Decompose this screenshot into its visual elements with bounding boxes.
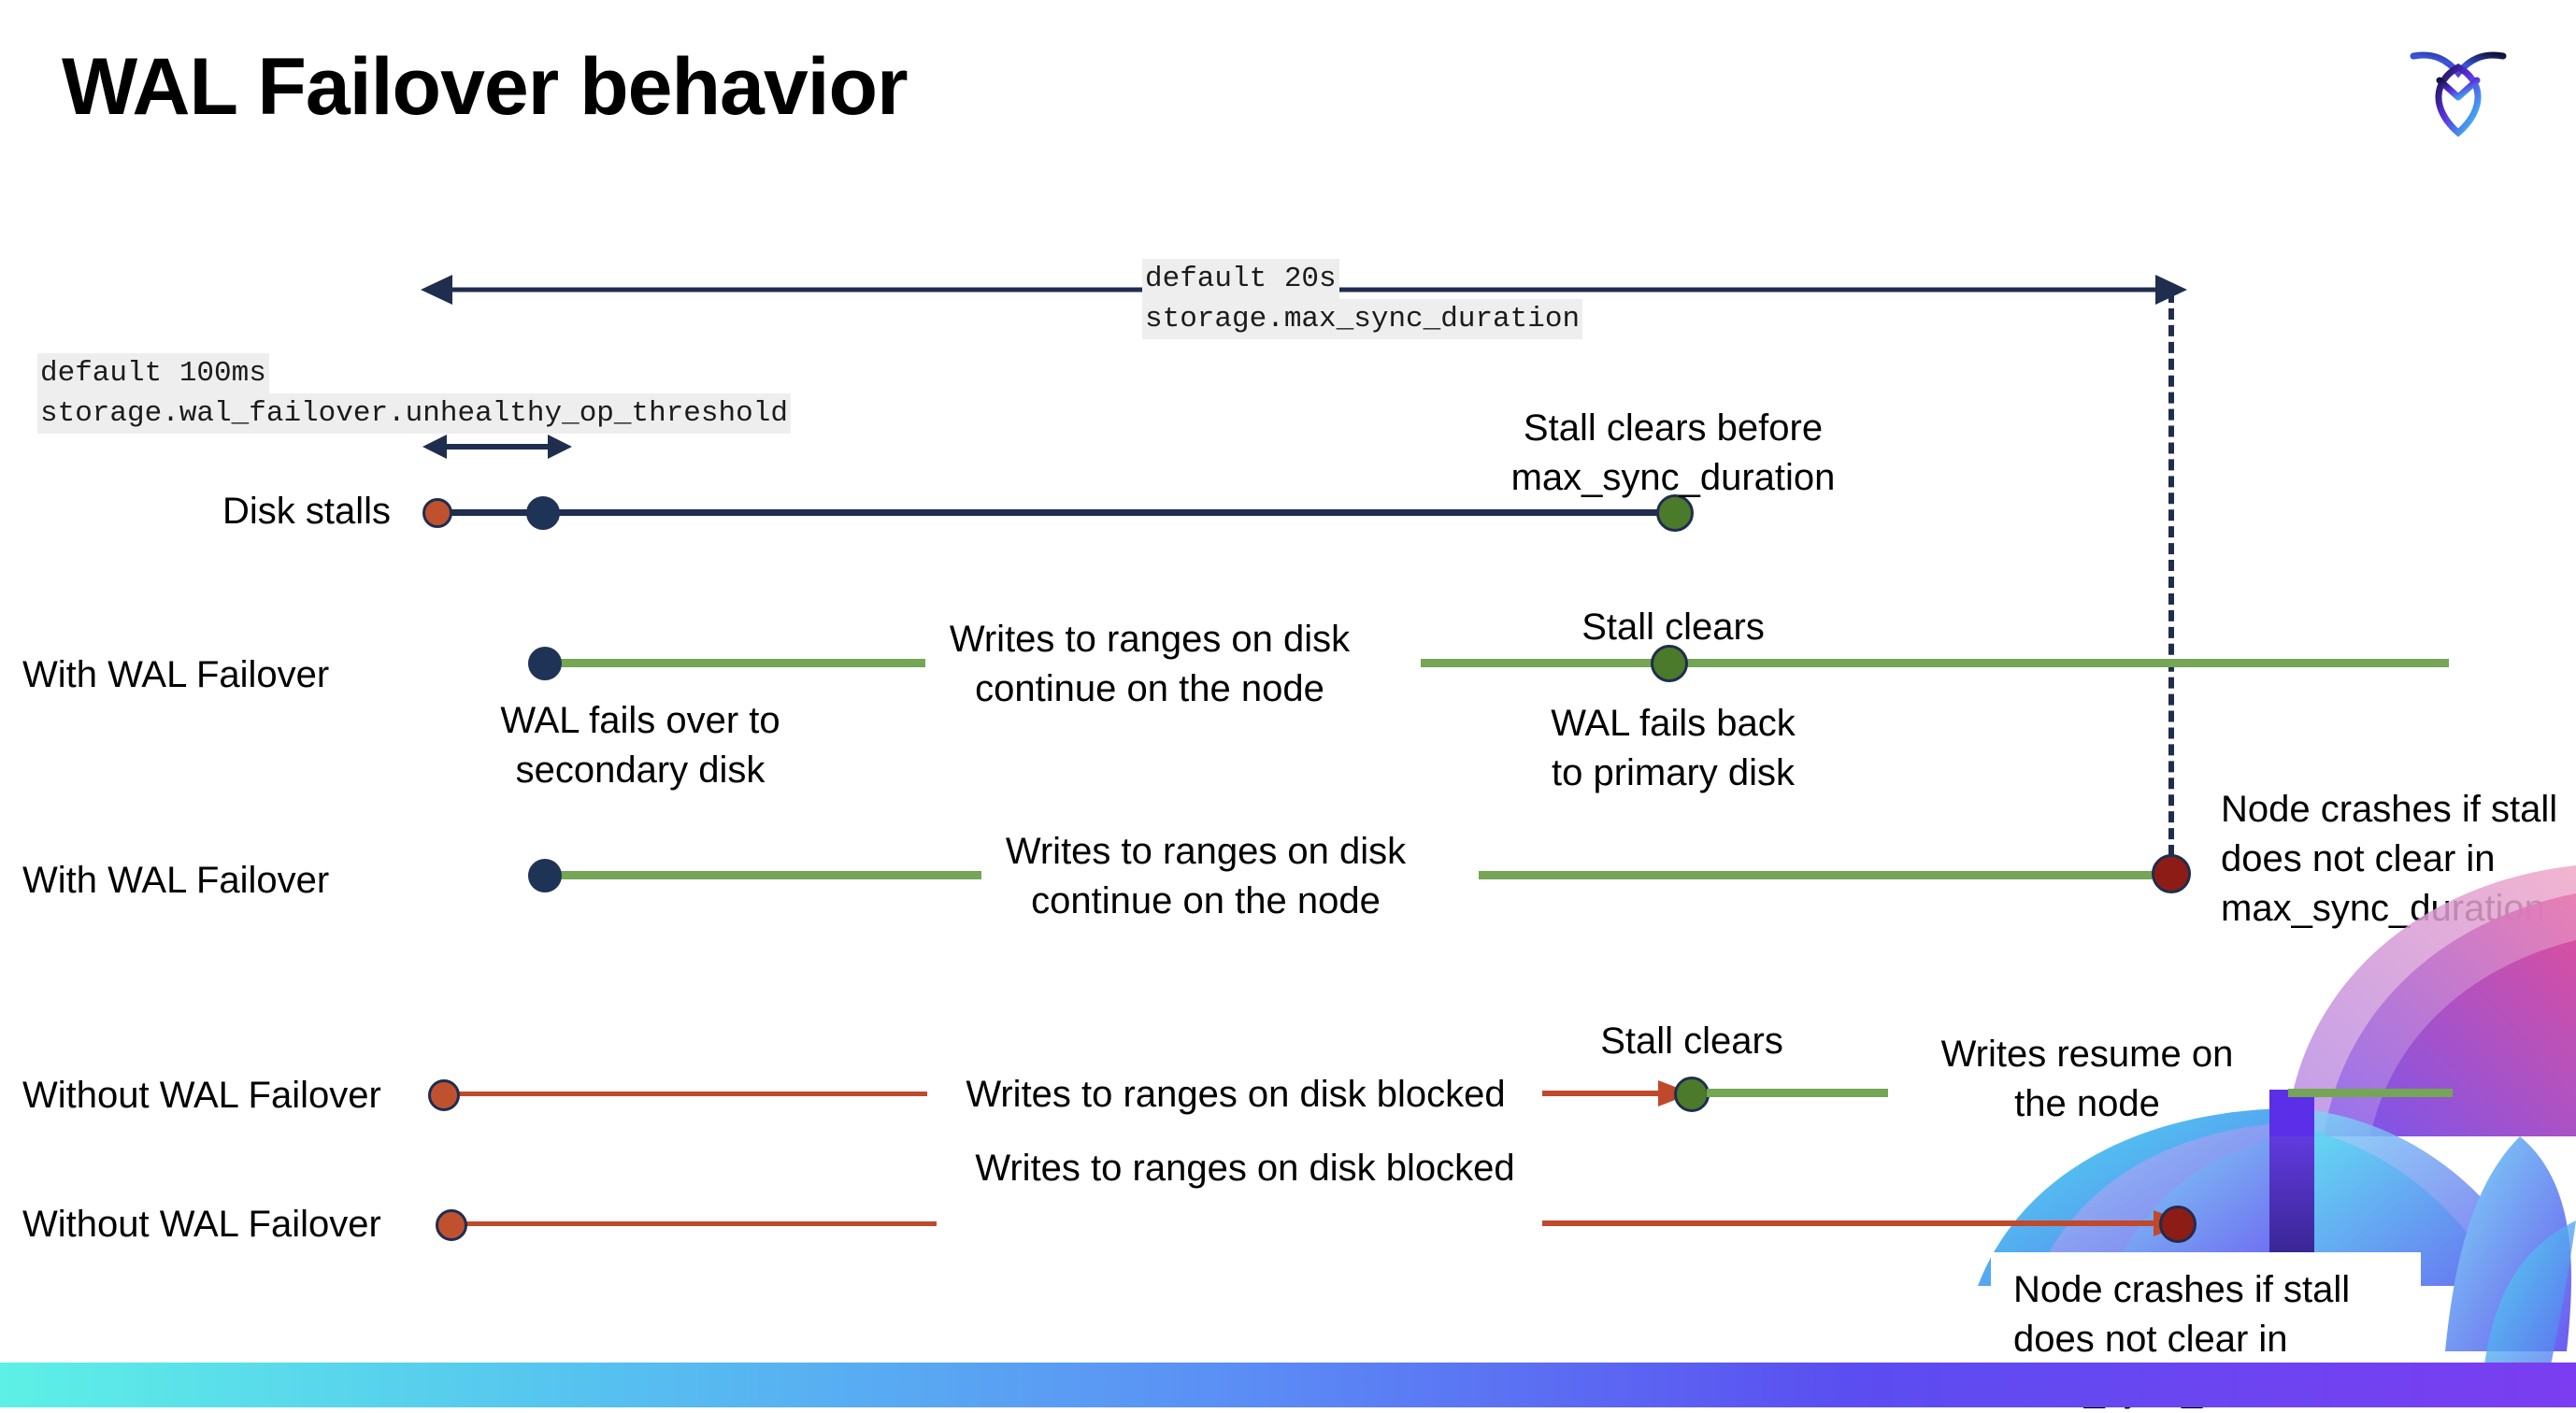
note-line: max_sync_duration xyxy=(1510,456,1836,498)
with-failover-1-green-segment-right xyxy=(1421,659,2449,667)
note-line: Node crashes if stall xyxy=(2221,789,2558,830)
row-label-with-wal-failover-1: With WAL Failover xyxy=(22,654,330,695)
row-label-without-wal-failover-2: Without WAL Failover xyxy=(22,1204,381,1245)
page-title: WAL Failover behavior xyxy=(62,42,909,132)
with-failover-1-green-segment-left xyxy=(551,659,925,667)
note-stall-clears-before: Stall clears before max_sync_duration xyxy=(1477,404,1869,503)
note-line: WAL fails back xyxy=(1551,703,1796,744)
with-failover-2-green-segment-left xyxy=(551,871,981,879)
row-label-without-wal-failover-1: Without WAL Failover xyxy=(22,1075,381,1116)
disk-stall-clear-dot xyxy=(1656,494,1694,532)
without-failover-1-resume-segment xyxy=(1707,1089,1888,1097)
note-line: Writes to ranges on disk xyxy=(1005,831,1407,872)
max-sync-duration-setting-name: storage.max_sync_duration xyxy=(1142,299,1583,339)
unhealthy-op-threshold-default-label: default 100ms xyxy=(37,353,269,393)
without-failover-1-resume-segment-far xyxy=(2288,1089,2453,1097)
note-line: Node crashes if stall xyxy=(2013,1269,2351,1310)
without-failover-1-blocked-line xyxy=(451,1092,927,1096)
note-line: Stall clears before xyxy=(1523,407,1824,449)
note-stall-clears-2: Stall clears xyxy=(1600,1020,1783,1062)
without-failover-2-stall-start-dot xyxy=(436,1209,467,1241)
note-line: the node xyxy=(2014,1082,2160,1124)
note-line: does not clear in xyxy=(2013,1318,2288,1360)
without-failover-2-blocked-arrow xyxy=(1542,1206,2187,1240)
note-line: WAL fails over to xyxy=(500,700,780,741)
disk-stall-start-dot xyxy=(422,498,452,528)
with-failover-1-stall-clear-dot xyxy=(1651,645,1688,682)
note-wal-fails-back: WAL fails back to primary disk xyxy=(1505,699,1841,798)
max-sync-duration-dropline xyxy=(2168,292,2174,873)
note-writes-blocked-2: Writes to ranges on disk blocked xyxy=(975,1148,1515,1189)
note-line: secondary disk xyxy=(515,749,766,791)
without-failover-1-stall-clear-dot xyxy=(1674,1077,1710,1112)
note-line: Writes resume on xyxy=(1940,1034,2234,1075)
max-sync-duration-chip: default 20s storage.max_sync_duration xyxy=(1142,259,1583,339)
row-label-with-wal-failover-2: With WAL Failover xyxy=(22,860,330,901)
note-line: Writes to ranges on disk xyxy=(949,619,1351,660)
note-line: does not clear in xyxy=(2221,837,2496,879)
disk-stall-detected-dot xyxy=(526,496,560,530)
unhealthy-op-threshold-chip: default 100ms storage.wal_failover.unhea… xyxy=(37,353,791,434)
note-stall-clears-1: Stall clears xyxy=(1581,607,1765,648)
bottom-gradient-bar xyxy=(0,1363,2576,1407)
with-failover-2-green-segment-right xyxy=(1479,871,2170,879)
note-line: continue on the node xyxy=(1031,879,1381,921)
note-line: to primary disk xyxy=(1551,751,1796,793)
with-failover-1-failover-dot xyxy=(528,647,562,680)
without-failover-1-blocked-arrow xyxy=(1542,1077,1692,1110)
without-failover-1-stall-start-dot xyxy=(428,1079,460,1111)
decorative-corner-graphic xyxy=(1922,828,2576,1407)
note-line: continue on the node xyxy=(975,667,1324,709)
with-failover-2-failover-dot xyxy=(528,859,562,892)
max-sync-duration-default-label: default 20s xyxy=(1142,259,1339,299)
without-failover-2-blocked-line xyxy=(460,1221,937,1226)
disk-stalls-timeline xyxy=(439,509,1673,516)
note-writes-blocked-1: Writes to ranges on disk blocked xyxy=(966,1074,1506,1115)
row-label-disk-stalls: Disk stalls xyxy=(222,491,392,532)
unhealthy-op-threshold-setting-name: storage.wal_failover.unhealthy_op_thresh… xyxy=(37,393,791,434)
cockroachdb-logo-icon xyxy=(2402,32,2514,144)
without-failover-2-crash-dot xyxy=(2159,1206,2197,1243)
note-writes-resume: Writes resume on the node xyxy=(1933,1030,2241,1129)
note-writes-continue-1: Writes to ranges on disk continue on the… xyxy=(935,615,1365,714)
note-wal-fails-over: WAL fails over to secondary disk xyxy=(467,696,813,795)
unhealthy-op-threshold-span-arrow xyxy=(422,432,572,462)
with-failover-2-crash-dot xyxy=(2152,854,2191,893)
note-writes-continue-2: Writes to ranges on disk continue on the… xyxy=(991,827,1421,926)
